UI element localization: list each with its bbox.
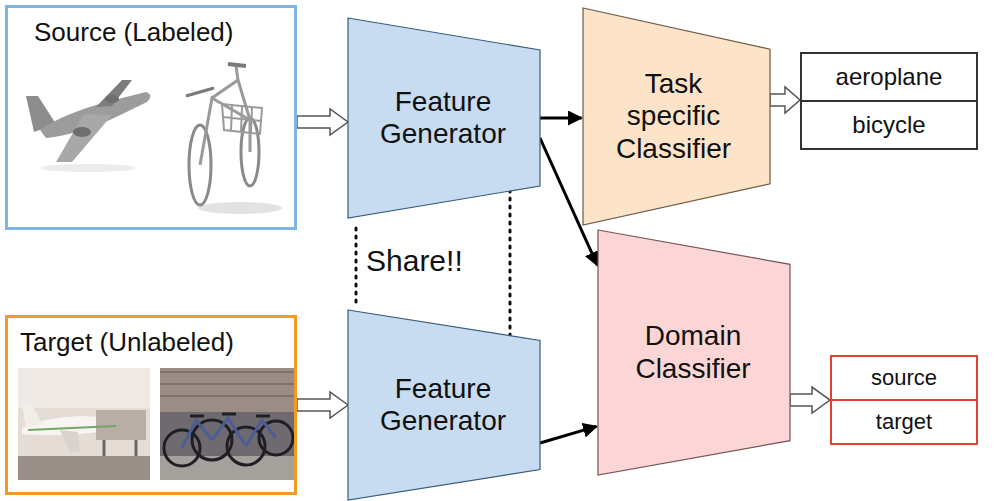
class-output-box: aeroplanebicycle: [800, 52, 978, 150]
task-classifier-label: Task specific Classifier: [597, 68, 750, 165]
source-domain-box-content: Source (Labeled): [8, 8, 294, 227]
source-domain-box: Source (Labeled): [5, 5, 297, 230]
source-domain-box-label: Source (Labeled): [34, 18, 233, 48]
feature-generator-content: Feature Generator: [348, 310, 540, 500]
domain-classifier-shape: [598, 230, 790, 475]
domain-output-box-content: sourcetarget: [832, 357, 976, 443]
feature-generator: Feature Generator: [348, 18, 540, 218]
target-domain-box-label: Target (Unlabeled): [20, 328, 234, 358]
share-label: Share!!: [366, 244, 463, 278]
output-label: aeroplane: [802, 54, 976, 100]
bicycle-render: [186, 64, 282, 214]
block-arrow: [790, 387, 830, 413]
target-airport-photo: [18, 368, 150, 480]
domain-output-box: sourcetarget: [830, 355, 978, 445]
target-domain-box: Target (Unlabeled): [5, 315, 297, 495]
block-arrow: [770, 87, 800, 113]
target-bicycles-photo: [160, 368, 295, 480]
feature-generator-shape: [348, 18, 540, 218]
feature-generator-content: Feature Generator: [348, 18, 540, 218]
block-arrow: [297, 392, 348, 418]
aeroplane-render: [26, 80, 150, 172]
feature-generator-shape: [348, 310, 540, 500]
feature-generator: Feature Generator: [348, 310, 540, 500]
task-classifier-shape: [583, 8, 770, 225]
task-classifier: Task specific Classifier: [583, 8, 770, 225]
block-arrow: [297, 109, 348, 135]
domain-classifier-label: Domain Classifier: [612, 320, 774, 384]
target-domain-box-content: Target (Unlabeled): [8, 318, 294, 492]
output-label: bicycle: [802, 100, 976, 148]
domain-classifier-content: Domain Classifier: [598, 230, 790, 475]
class-output-box-content: aeroplanebicycle: [802, 54, 976, 148]
feature-generator-label: Feature Generator: [360, 373, 526, 437]
feature-generator-label: Feature Generator: [360, 86, 526, 150]
task-classifier-content: Task specific Classifier: [583, 8, 770, 225]
output-label: source: [832, 357, 976, 399]
output-label: target: [832, 399, 976, 443]
domain-classifier: Domain Classifier: [598, 230, 790, 475]
flow-arrow: [540, 117, 582, 120]
flow-arrow: [540, 426, 597, 443]
